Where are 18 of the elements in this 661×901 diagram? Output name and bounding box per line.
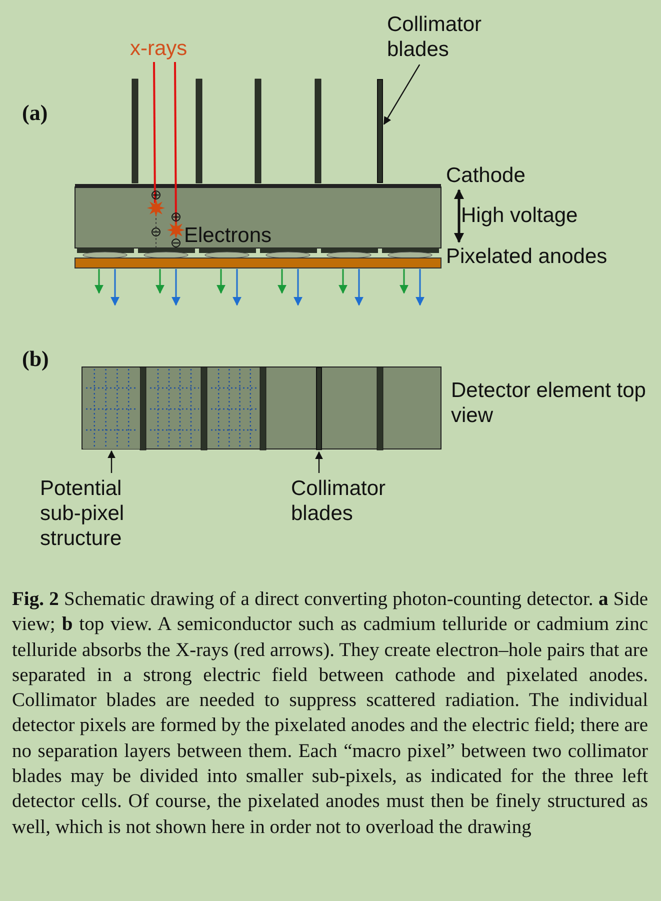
figure-caption: Fig. 2 Schematic drawing of a direct converting photon-counting detector. a Side view; b top view. A semiconductor such as cadmium telluride or cadmium zinc telluride absorbs the X-rays (red arrows). They create electron–hole pairs that are separated in a strong electric field between cathode and pixelated anodes. Collimator blades are needed to suppress scattered radiation. The individual detector pixels are formed by the pixelated anodes and the electric field; there are no separation layers between them. Each “macro pixel” between two collimator blades may be divided into smaller sub-pixels, as indicated for the three left detector cells. Of course, the pixelated anodes must then be finely structured as well, which is not shown here in order not to overload the drawing <box>12 588 648 840</box>
collimator-blade <box>316 367 322 450</box>
leader-line <box>383 64 420 125</box>
part-label: Cathode <box>446 163 526 188</box>
sub-pixel-grid-region <box>83 368 140 449</box>
leader-line <box>315 451 323 473</box>
view-label: Detector element top view <box>451 378 647 428</box>
panel-label: (b) <box>22 346 49 372</box>
callout-label: Collimator blades <box>387 12 485 62</box>
collimator-blade <box>377 79 383 183</box>
callout-label: Potential sub-pixel structure <box>40 476 160 551</box>
part-label: High voltage <box>461 203 578 228</box>
beam-label: x-rays <box>130 36 188 61</box>
part-label: Pixelated anodes <box>446 244 608 269</box>
leader-line <box>108 450 116 473</box>
callout-label: Collimator blades <box>291 476 391 526</box>
part-label: Electrons <box>184 223 272 248</box>
panel-label: (a) <box>22 100 48 126</box>
